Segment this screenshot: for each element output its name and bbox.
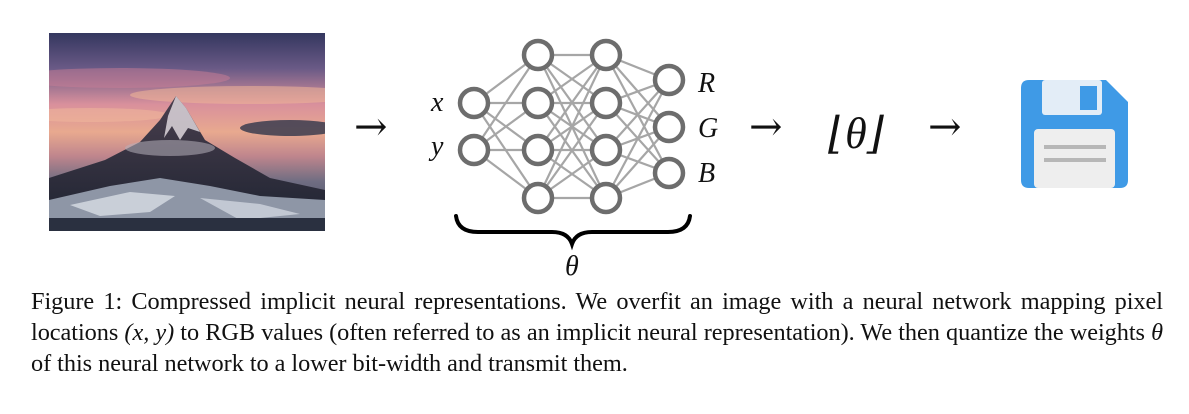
arrow-3: → [928,104,962,150]
caption-math-xy: (x, y) [124,319,175,346]
output-label-r: R [697,68,715,99]
network-node [521,133,555,167]
arrow-2: → [749,104,783,150]
caption-math-theta: θ [1151,319,1164,346]
network-edge [537,102,607,199]
network-node [521,38,555,72]
network-node [457,86,491,120]
figure-caption: Figure 1: Compressed implicit neural rep… [31,286,1163,379]
network-node [652,156,686,190]
theta-label: θ [565,251,579,282]
network-edge [537,54,607,151]
floppy-disk-save-icon [1021,80,1128,188]
network-edge [473,54,539,151]
mountain-photo [49,33,325,231]
input-label-y: y [428,131,444,162]
quantized-weights: ⌊θ⌋ [828,109,885,158]
network-edges [473,53,670,200]
caption-middle: to RGB values (often referred to as an i… [174,319,1152,346]
caption-suffix: of this neural network to a lower bit-wi… [31,350,628,377]
network-node [589,181,623,215]
network-node [652,110,686,144]
figure-diagram: → → → x y R G B θ ⌊θ⌋ [49,33,1128,282]
caption-prefix: Figure 1: Compressed implicit neural rep… [31,288,1163,346]
network-node [521,181,555,215]
network-edge [537,54,607,199]
output-label-g: G [698,113,718,144]
network-node [589,86,623,120]
network-node [652,63,686,97]
network-node [457,133,491,167]
input-label-x: x [430,87,444,118]
network-edge [605,79,670,199]
output-label-b: B [698,158,715,189]
neural-network-diagram [457,38,686,215]
curly-brace [454,214,692,251]
network-nodes [457,38,686,215]
network-node [521,86,555,120]
arrow-1: → [354,104,388,150]
network-node [589,133,623,167]
network-node [589,38,623,72]
